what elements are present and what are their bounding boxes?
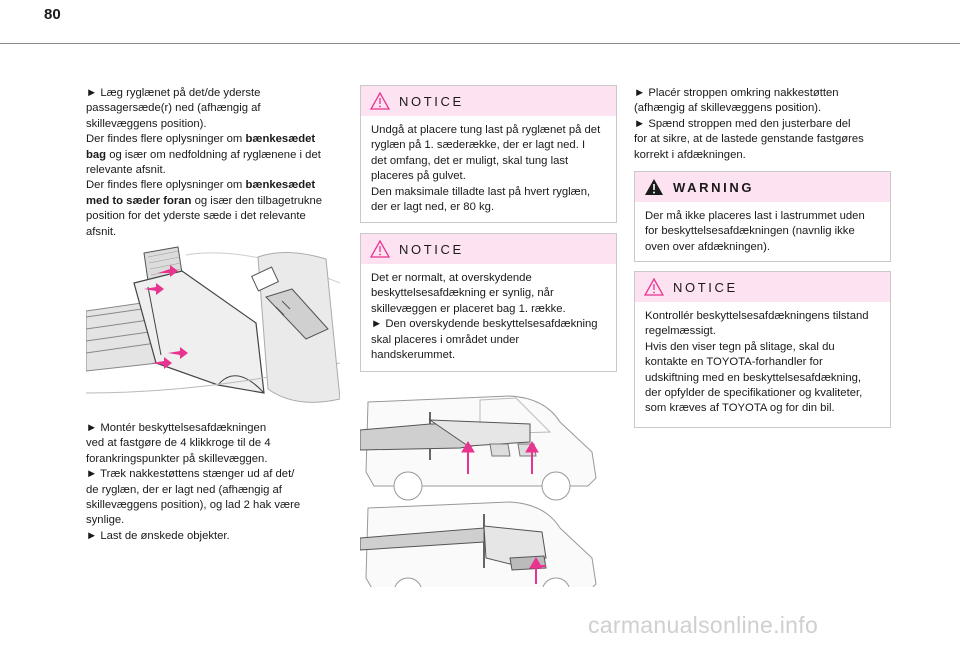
notice-header: NOTICE (361, 234, 616, 264)
column-3-text: ► Placér stroppen omkring nakkestøtten(a… (634, 86, 889, 163)
caution-triangle-icon (370, 240, 390, 258)
notice-body: Undgå at placere tung last på ryglænet p… (371, 124, 601, 214)
van-cover-illustration (360, 395, 597, 587)
instruction-load-objects: ► Last de ønskede objekter. (86, 529, 230, 542)
caution-triangle-icon (644, 278, 664, 296)
van-top-diagram (360, 395, 597, 501)
notice-title: NOTICE (399, 94, 464, 109)
bullet-icon: ► (86, 468, 98, 481)
bullet-icon: ► (634, 87, 646, 99)
notice-header: NOTICE (361, 86, 616, 116)
notice-box-cover-condition: NOTICE Kontrollér beskyttelsesafdækninge… (634, 271, 891, 428)
header-divider (0, 43, 960, 44)
bullet-icon: ► (86, 422, 98, 434)
instruction-place-strap: ► Placér stroppen omkring nakkestøtten(a… (634, 87, 839, 115)
warning-body: Der må ikke placeres last i lastrummet u… (645, 210, 865, 253)
protective-cover-illustration (86, 243, 340, 415)
notice-title: NOTICE (673, 280, 738, 295)
info-front-bench: Der findes flere oplysninger om bænkesæd… (86, 179, 323, 238)
instruction-pull-headrest: ► Træk nakkestøttens stænger ud af det/d… (86, 468, 301, 527)
bullet-icon: ► (634, 117, 646, 130)
van-bottom-diagram (360, 501, 597, 587)
notice-body: Kontrollér beskyttelsesafdækningens tils… (645, 310, 869, 415)
caution-triangle-icon (370, 92, 390, 110)
notice-title: NOTICE (399, 242, 464, 257)
info-rear-bench: Der findes flere oplysninger om bænkesæd… (86, 133, 321, 177)
notice-header: NOTICE (635, 272, 890, 302)
warning-header: WARNING (635, 172, 890, 202)
bullet-icon: ► (371, 318, 383, 331)
warning-title: WARNING (673, 180, 755, 195)
bullet-icon: ► (86, 529, 98, 542)
page-number: 80 (44, 6, 61, 23)
watermark: carmanualsonline.info (588, 612, 819, 638)
warning-triangle-icon (645, 179, 663, 195)
warning-box: WARNING Der må ikke placeres last i last… (634, 171, 891, 262)
notice-box-heavy-load: NOTICE Undgå at placere tung last på ryg… (360, 85, 617, 223)
bullet-icon: ► (86, 87, 98, 99)
